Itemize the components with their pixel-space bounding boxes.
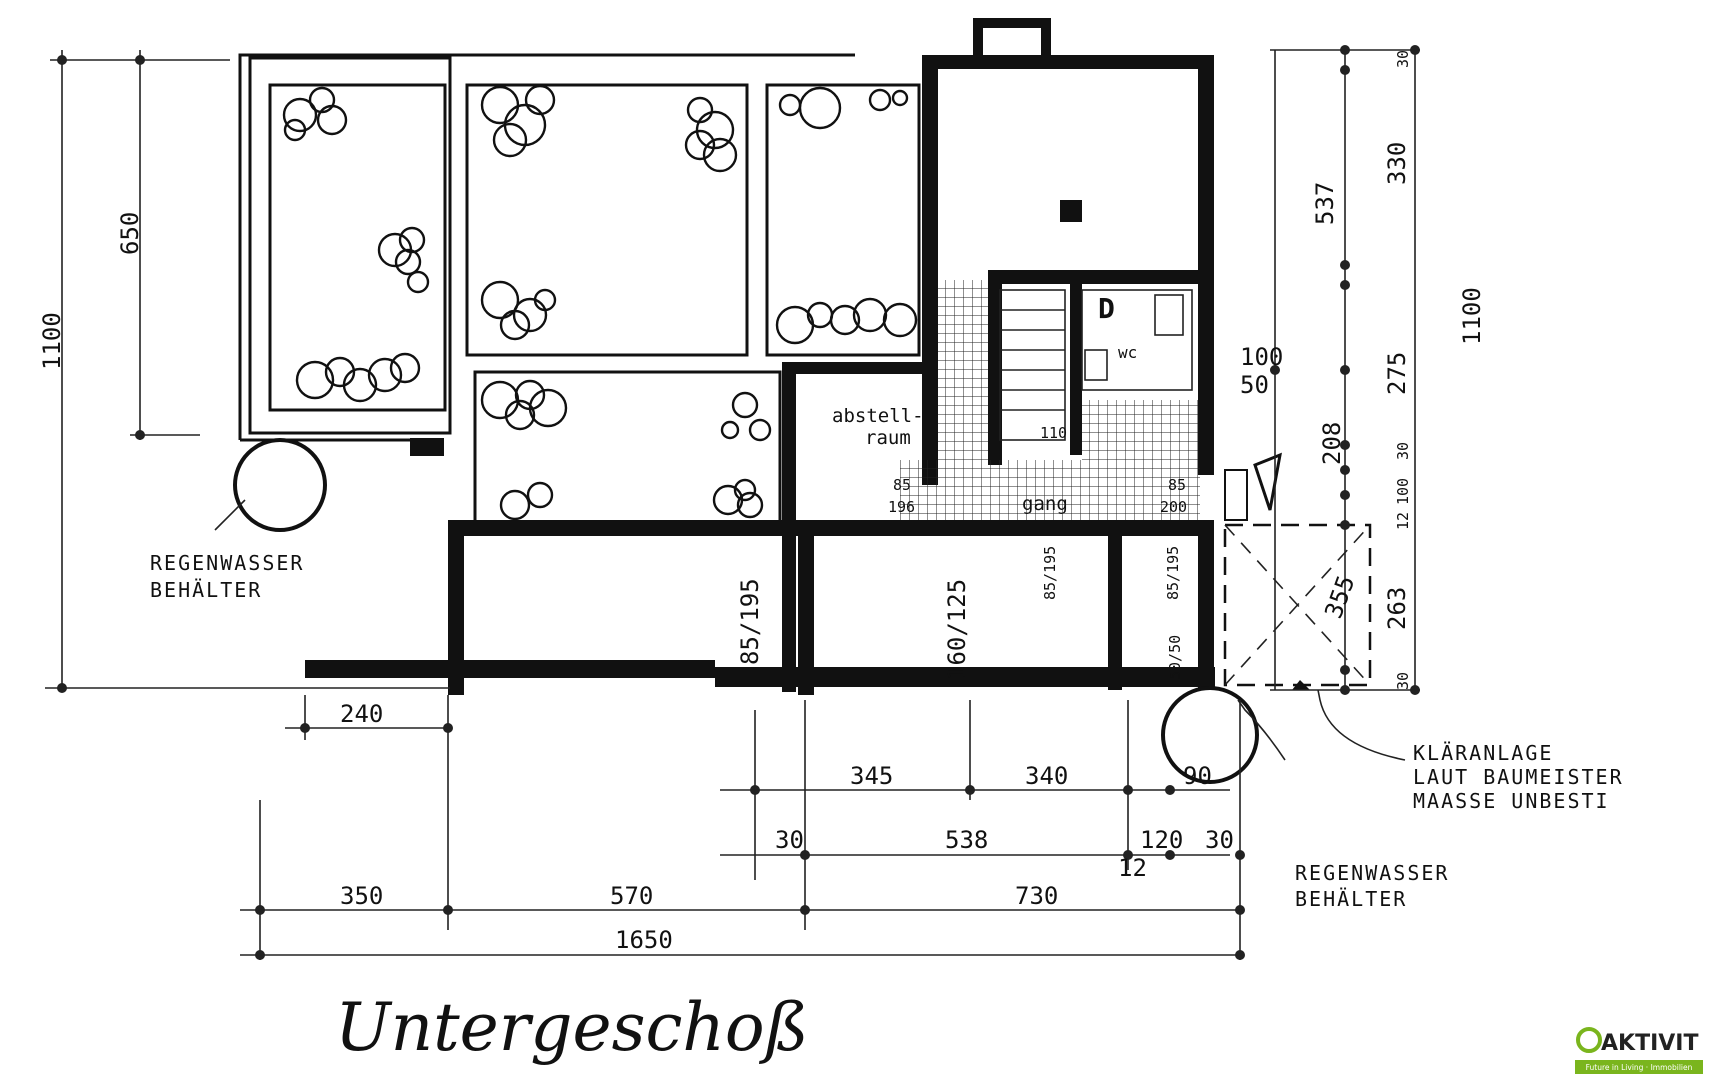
inlet-marker [1253,452,1282,511]
wc-label: wc [1118,343,1137,362]
tank-left-label-2: BEHÄLTER [150,578,262,602]
dim-537: 537 [1311,182,1339,225]
abstellraum-label-1: abstell- [832,405,924,427]
dim-570: 570 [610,882,653,910]
tank-left-label-1: REGENWASSER [150,551,304,575]
aktivit-logo: AKTIVIT Future in Living · Immobilien [1575,1020,1703,1074]
dim-30a: 30 [775,826,804,854]
opening-85-195-c: 85/195 [1164,546,1182,600]
septic-label-2: LAUT BAUMEISTER [1413,765,1624,789]
inlet-box [1224,469,1248,521]
dim-538: 538 [945,826,988,854]
abstellraum-label-2: raum [865,427,911,449]
leader-lines [214,499,1406,761]
building-walls [305,18,1215,695]
dim-12: 12 [1118,854,1147,882]
dim-12-right: 12 [1394,512,1412,530]
staircase [999,289,1066,441]
hallway-tiles [900,280,1200,520]
opening-196: 196 [888,498,915,516]
stove-symbol [1060,200,1082,222]
garden-beds [238,53,921,524]
opening-160-125: 160/125 [943,579,971,680]
dim-345: 345 [850,762,893,790]
dim-90: 90 [1183,762,1212,790]
dim-730: 730 [1015,882,1058,910]
septic-label-1: KLÄRANLAGE [1413,741,1553,765]
dim-330: 330 [1383,142,1411,185]
tree-symbols [282,84,918,521]
opening-85-b: 85 [1168,476,1186,494]
tank-right-label-2: BEHÄLTER [1295,887,1407,911]
dim-350: 350 [340,882,383,910]
dim-30-top: 30 [1394,50,1412,68]
dim-30-bottom: 30 [1394,672,1412,690]
opening-200: 200 [1160,498,1187,516]
dim-340: 340 [1025,762,1068,790]
dim-30b: 30 [1205,826,1234,854]
rainwater-tank-left [233,438,327,532]
opening-50-50: 50/50 [1166,635,1184,680]
dim-100b: 100 [1394,478,1412,505]
dim-263: 263 [1383,587,1411,630]
logo-tagline: Future in Living · Immobilien [1586,1063,1693,1072]
dimension-dots [57,45,1420,960]
tank-right-label-1: REGENWASSER [1295,861,1449,885]
opening-85-a: 85 [893,476,911,494]
dim-355: 355 [1319,572,1360,622]
dim-50-right: 50 [1240,371,1269,399]
dim-208: 208 [1318,422,1346,465]
wc-room [1081,289,1193,391]
opening-85-195-b: 85/195 [1041,546,1059,600]
septic-tank [1223,523,1372,690]
d-mark: D [1098,292,1115,325]
page-title: Untergeschoß [335,989,809,1066]
dim-240: 240 [340,700,383,728]
septic-label-3: MAASSE UNBESTI [1413,789,1610,813]
rainwater-tank-right [1161,686,1259,784]
dim-650-left: 650 [116,212,144,255]
gang-label: gang [1022,493,1068,515]
logo-name: AKTIVIT [1601,1031,1699,1056]
dim-1100-left: 1100 [38,312,66,370]
logo-tagline-bar [1575,1060,1703,1074]
dim-1100-right: 1100 [1458,287,1486,345]
dim-1650: 1650 [615,926,673,954]
opening-110: 110 [1040,424,1067,442]
dim-100-right: 100 [1240,343,1283,371]
dim-30-mid: 30 [1394,442,1412,460]
dim-275: 275 [1383,352,1411,395]
opening-85-195-a: 85/195 [736,578,764,665]
dim-120: 120 [1140,826,1183,854]
logo-ring-icon [1576,1027,1602,1053]
